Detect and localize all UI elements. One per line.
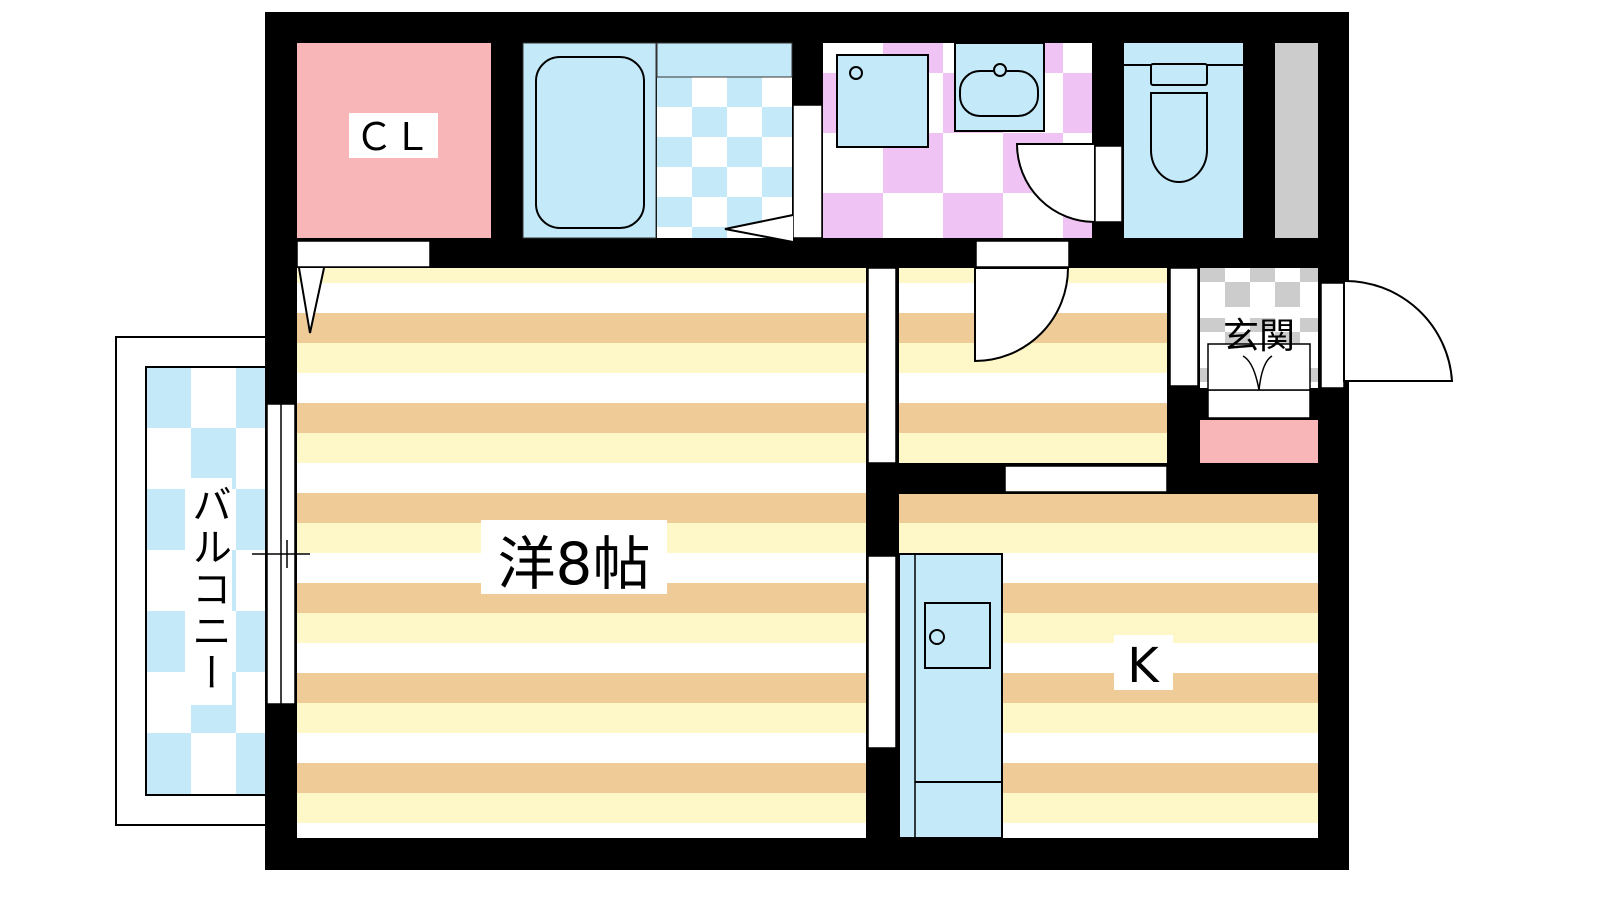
bathroom (522, 42, 823, 243)
folding-door-icon (724, 214, 794, 243)
balcony-label: バルコニー (185, 484, 231, 694)
front-door-icon[interactable] (1343, 279, 1454, 382)
stove-icon (924, 602, 991, 669)
kitchen-label: K (1127, 638, 1160, 694)
washroom (823, 42, 1123, 238)
western-room-label: 洋8帖 (498, 530, 651, 598)
kitchen-counter (898, 553, 1003, 839)
washing-machine-icon (836, 54, 929, 148)
entrance-label: 玄関 (1223, 316, 1295, 357)
door-swing-icon (974, 267, 1070, 363)
closet-label: ＣＬ (355, 115, 431, 159)
shoebox (1200, 420, 1318, 463)
toilet-icon (1150, 63, 1208, 86)
toilet-room (1124, 43, 1318, 238)
door-swing-icon (1015, 143, 1096, 224)
balcony (115, 336, 267, 826)
bathtub-icon (535, 56, 645, 229)
